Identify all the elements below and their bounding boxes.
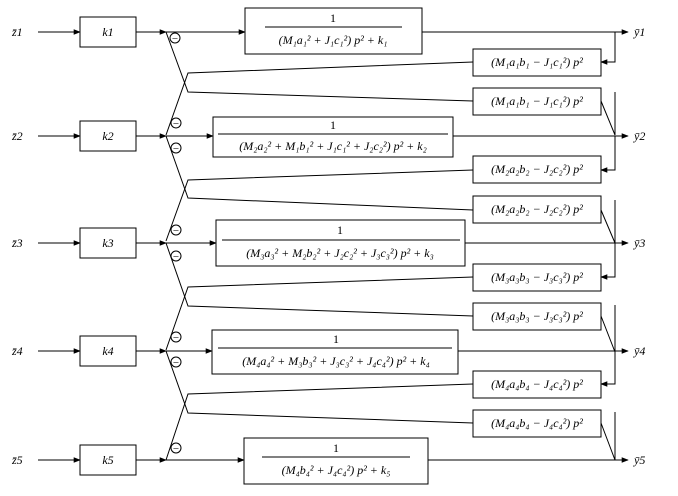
forward-block-2 xyxy=(212,116,454,158)
coupling-label-3a: (M₃a₃b₃ − J₃c₃²) p² xyxy=(491,270,583,284)
feed-2b xyxy=(165,135,474,211)
gain-label-3: k3 xyxy=(102,236,113,250)
feed-1b xyxy=(165,31,474,102)
sum-sign-4a xyxy=(170,331,182,343)
tap-4a xyxy=(600,351,616,387)
sum-sign-label-5: − xyxy=(173,443,179,455)
sum-sign-label-4b: − xyxy=(173,357,179,369)
fwd-num-3: 1 xyxy=(337,223,343,237)
fwd-num-2: 1 xyxy=(330,118,336,132)
gain-label-2: k2 xyxy=(102,129,113,143)
output-y3: ȳ3 xyxy=(633,236,645,250)
feed-3a xyxy=(165,276,474,351)
gain-block-4 xyxy=(79,335,137,367)
coupling-block-2b xyxy=(472,195,602,224)
sum-sign-4b xyxy=(170,356,182,368)
tap-4b xyxy=(600,412,616,461)
input-z1: z̄1 xyxy=(11,25,23,39)
sum-sign-label-1: − xyxy=(172,33,178,45)
coupling-block-3a xyxy=(472,263,602,292)
output-y2: ȳ2 xyxy=(633,129,645,143)
sum-sign-5 xyxy=(170,442,182,454)
coupling-block-3b xyxy=(472,302,602,331)
fwd-num-5: 1 xyxy=(333,441,339,455)
fwd-den-2: (M₂a₂² + M₁b₁² + J₁c₁² + J₂c₂²) p² + k₂ xyxy=(239,139,427,153)
forward-block-4 xyxy=(211,329,459,375)
fwd-den-4: (M₄a₄² + M₃b₃² + J₃c₃² + J₄c₄²) p² + k₄ xyxy=(242,354,430,368)
coupling-label-2a: (M₂a₂b₂ − J₂c₂²) p² xyxy=(491,162,583,176)
sum-sign-label-3a: − xyxy=(173,225,179,237)
feed-1a xyxy=(165,61,474,136)
coupling-label-1a: (M₁a₁b₁ − J₁c₁²) p² xyxy=(491,55,583,69)
sum-sign-2a xyxy=(170,117,182,129)
fwd-den-1: (M₁a₁² + J₁c₁²) p² + k₁ xyxy=(279,33,388,47)
coupling-block-4b xyxy=(472,409,602,438)
feed-4a xyxy=(165,383,474,461)
output-y5: ȳ5 xyxy=(633,453,645,467)
feed-3b xyxy=(165,242,474,317)
tap-3a xyxy=(600,243,616,280)
tap-2a xyxy=(600,136,616,173)
fwd-num-4: 1 xyxy=(333,332,339,346)
tap-3b xyxy=(600,305,616,353)
sum-sign-2b xyxy=(170,142,182,154)
gain-block-5 xyxy=(79,444,137,476)
sum-sign-label-2b: − xyxy=(173,143,179,155)
sum-sign-1 xyxy=(169,32,181,44)
tap-1b xyxy=(600,92,616,136)
tap-1a xyxy=(600,32,616,65)
coupling-label-4a: (M₄a₄b₄ − J₄c₄²) p² xyxy=(491,377,583,391)
input-z4: z̄4 xyxy=(11,344,23,358)
coupling-label-4b: (M₄a₄b₄ − J₄c₄²) p² xyxy=(491,416,583,430)
fwd-den-5: (M₄b₄² + J₄c₄²) p² + k₅ xyxy=(282,463,391,477)
coupling-block-4a xyxy=(472,370,602,399)
coupling-label-1b: (M₁a₁b₁ − J₁c₁²) p² xyxy=(491,94,583,108)
coupling-label-3b: (M₃a₃b₃ − J₃c₃²) p² xyxy=(491,309,583,323)
tap-2b xyxy=(600,200,616,244)
gain-block-2 xyxy=(79,120,137,152)
feed-2a xyxy=(165,169,474,242)
gain-label-4: k4 xyxy=(102,344,113,358)
gain-label-5: k5 xyxy=(102,453,113,467)
sum-sign-label-4a: − xyxy=(173,332,179,344)
feed-4b xyxy=(165,350,474,424)
fwd-num-1: 1 xyxy=(330,11,336,25)
coupling-label-2b: (M₂a₂b₂ − J₂c₂²) p² xyxy=(491,202,583,216)
sum-sign-label-3b: − xyxy=(173,251,179,263)
input-z2: z̄2 xyxy=(11,129,23,143)
sum-sign-3a xyxy=(170,224,182,236)
gain-label-1: k1 xyxy=(102,25,113,39)
forward-block-5 xyxy=(243,437,429,485)
gain-block-3 xyxy=(79,227,137,259)
fwd-den-3: (M₃a₃² + M₂b₂² + J₂c₂² + J₃c₃²) p² + k₃ xyxy=(246,246,434,260)
input-z5: z̄5 xyxy=(11,453,23,467)
input-z3: z̄3 xyxy=(11,236,23,250)
sum-sign-label-2a: − xyxy=(173,118,179,130)
output-y4: ȳ4 xyxy=(633,344,645,358)
forward-block-1 xyxy=(244,7,423,55)
output-y1: ȳ1 xyxy=(633,25,645,39)
